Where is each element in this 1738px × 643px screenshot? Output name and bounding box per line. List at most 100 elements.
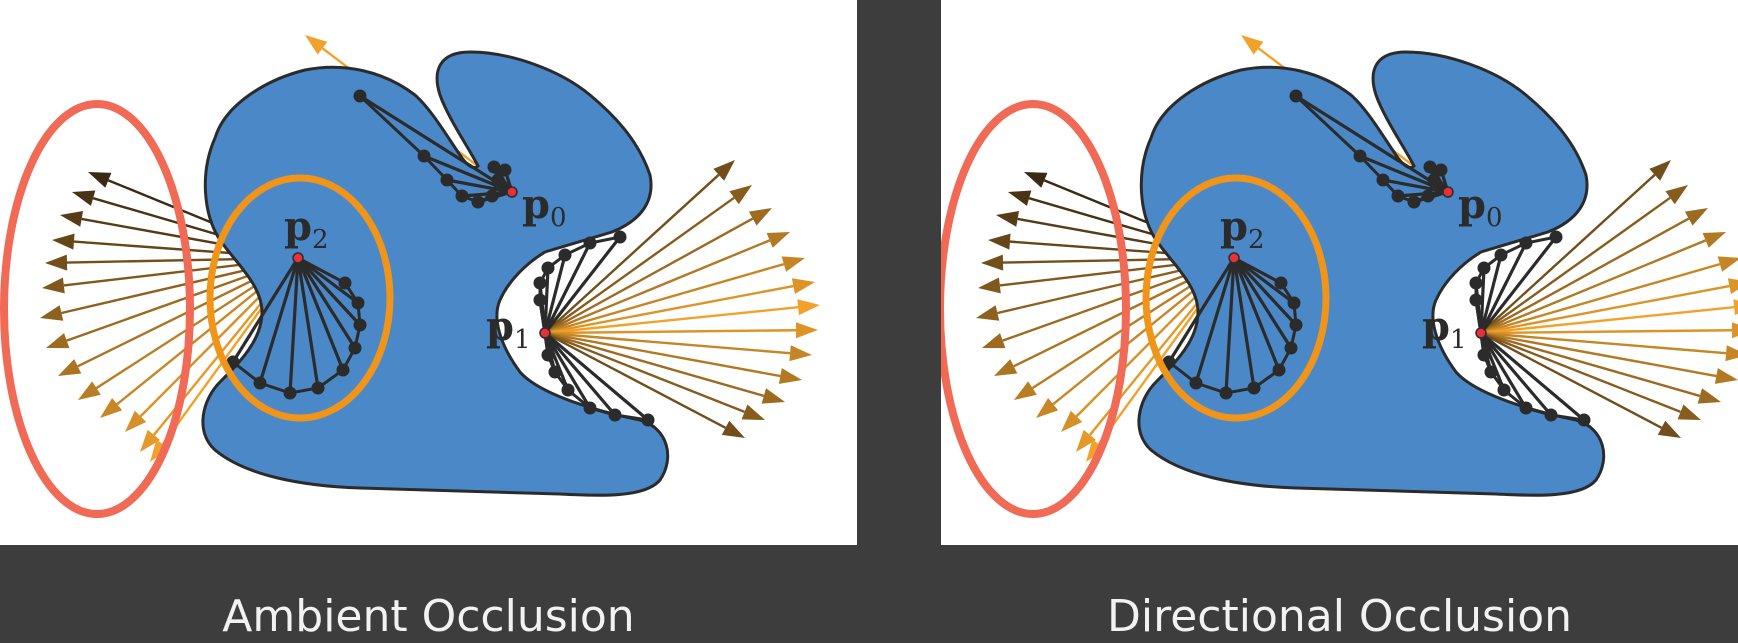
ao-occluded-region-ring bbox=[206, 174, 394, 422]
do-sample-dot bbox=[1407, 195, 1421, 209]
do-occlusion-line bbox=[1194, 257, 1236, 384]
do-ray-line bbox=[1480, 329, 1733, 335]
do-label-p2: p2 bbox=[1220, 203, 1265, 255]
ao-point-p2 bbox=[292, 252, 304, 264]
ao-sample-dot bbox=[455, 189, 469, 203]
ao-sample-dot bbox=[583, 236, 597, 250]
ao-ray-arrowhead bbox=[741, 404, 765, 420]
do-sample-dot bbox=[1247, 381, 1261, 395]
do-ray-arrowhead bbox=[1649, 160, 1671, 181]
ao-point-p1 bbox=[539, 327, 551, 339]
do-sample-dot bbox=[1469, 293, 1483, 307]
ao-label-p2: p2 bbox=[284, 203, 329, 255]
do-label-p2-sub: 2 bbox=[1248, 225, 1265, 255]
do-ray-line bbox=[1480, 331, 1681, 414]
ao-label-p1: p1 bbox=[486, 303, 531, 355]
ao-ray-arrowhead bbox=[721, 420, 745, 438]
ao-sample-dot bbox=[613, 230, 627, 244]
do-ray-line bbox=[1480, 217, 1690, 335]
do-ray-line bbox=[1480, 196, 1671, 334]
directional-occlusion-caption: Directional Occlusion bbox=[1106, 591, 1573, 642]
ambient-occlusion-diagram: p0 p1 p2 bbox=[0, 35, 820, 518]
ao-sample-dot bbox=[541, 348, 555, 362]
do-sample-dot bbox=[1189, 376, 1203, 390]
do-sample-dot bbox=[1519, 236, 1533, 250]
do-occlusion-line bbox=[1224, 257, 1236, 394]
ao-ray-arrowhead bbox=[797, 299, 820, 316]
do-object-shape bbox=[1137, 50, 1606, 497]
do-ray-arrowhead bbox=[1725, 345, 1738, 362]
ao-occlusion-line bbox=[543, 331, 650, 422]
do-ray-arrowhead bbox=[1731, 322, 1738, 339]
do-ray-arrowhead bbox=[1241, 35, 1264, 55]
ao-ray-arrowhead bbox=[60, 211, 84, 227]
do-ray-line bbox=[1480, 306, 1735, 335]
ao-ray-arrowhead bbox=[100, 397, 123, 418]
do-occlusion-line bbox=[1479, 254, 1503, 334]
do-occlusion-line bbox=[1233, 256, 1295, 305]
ao-ray-arrowhead bbox=[78, 381, 101, 400]
do-occlusion-line bbox=[1295, 94, 1449, 194]
ao-ray-arrowhead bbox=[40, 305, 64, 321]
do-sample-dot bbox=[1287, 296, 1301, 310]
do-ray-line bbox=[1480, 262, 1721, 335]
do-label-p1: p1 bbox=[1422, 303, 1467, 355]
ao-occlusion-line bbox=[543, 332, 592, 409]
ao-sample-dot bbox=[283, 386, 297, 400]
ao-sample-dot bbox=[353, 318, 367, 332]
do-ray-line bbox=[1480, 284, 1730, 335]
do-sample-dot bbox=[1284, 341, 1298, 355]
do-ray-arrowhead bbox=[981, 254, 1004, 271]
ao-ray-arrowhead bbox=[713, 160, 735, 181]
ao-sample-dot bbox=[485, 189, 499, 203]
do-sample-dot bbox=[1497, 383, 1511, 397]
ao-sample-dot bbox=[336, 363, 350, 377]
do-sample-dot bbox=[1353, 149, 1367, 163]
ao-sample-dot bbox=[353, 89, 367, 103]
directional-occlusion-panel: p 0 p1 p2 bbox=[941, 0, 1738, 545]
ao-ray-arrowhead bbox=[140, 429, 161, 452]
do-sample-dot bbox=[1477, 348, 1491, 362]
do-ray-arrowhead bbox=[1717, 256, 1738, 272]
ao-occlusion-line bbox=[296, 256, 362, 327]
ao-sample-dot bbox=[498, 163, 512, 177]
ao-sample-dot bbox=[471, 195, 485, 209]
do-ray-line bbox=[1480, 173, 1656, 334]
do-sample-dot bbox=[1494, 248, 1508, 262]
do-occlusion-line bbox=[1232, 257, 1293, 349]
ao-ray-arrowhead bbox=[305, 35, 328, 55]
do-occlusion-line bbox=[1479, 331, 1553, 417]
ao-ray-arrowhead bbox=[58, 359, 82, 376]
ao-ray-line bbox=[544, 331, 745, 414]
do-sample-dot bbox=[1477, 261, 1491, 275]
ao-point-p0 bbox=[506, 186, 518, 198]
ao-occlusion-line bbox=[543, 332, 570, 391]
ao-sample-dot bbox=[583, 401, 597, 415]
do-label-p1-base: p bbox=[1422, 303, 1450, 350]
do-sample-dot bbox=[1484, 365, 1498, 379]
ao-label-p0: p0 bbox=[522, 181, 567, 233]
do-ray-arrowhead bbox=[1727, 278, 1738, 294]
ao-label-p1-base: p bbox=[486, 303, 514, 350]
do-occlusion-samples bbox=[1162, 89, 1591, 427]
ao-ray-line bbox=[544, 173, 720, 334]
ao-occlusion-line bbox=[297, 256, 359, 305]
ao-sample-dot bbox=[558, 248, 572, 262]
ao-ray-line bbox=[544, 331, 727, 429]
ao-occlusion-line bbox=[296, 257, 357, 349]
do-ray-arrowhead bbox=[1024, 172, 1048, 188]
do-occlusion-line bbox=[1232, 257, 1281, 371]
do-label-p0-sub: 0 bbox=[1486, 203, 1503, 233]
ao-sample-dot bbox=[351, 296, 365, 310]
ao-ray-line bbox=[544, 239, 771, 335]
ao-ray-line bbox=[544, 331, 791, 355]
ao-sample-dot bbox=[487, 160, 501, 174]
ao-occlusion-line bbox=[359, 94, 513, 194]
ao-ray-arrowhead bbox=[791, 278, 815, 294]
ao-sample-dot bbox=[226, 355, 240, 369]
ao-ray-line bbox=[544, 262, 785, 335]
do-ray-arrowhead bbox=[994, 359, 1018, 376]
ao-ray-line bbox=[544, 331, 765, 398]
ao-occlusion-line bbox=[288, 257, 300, 394]
